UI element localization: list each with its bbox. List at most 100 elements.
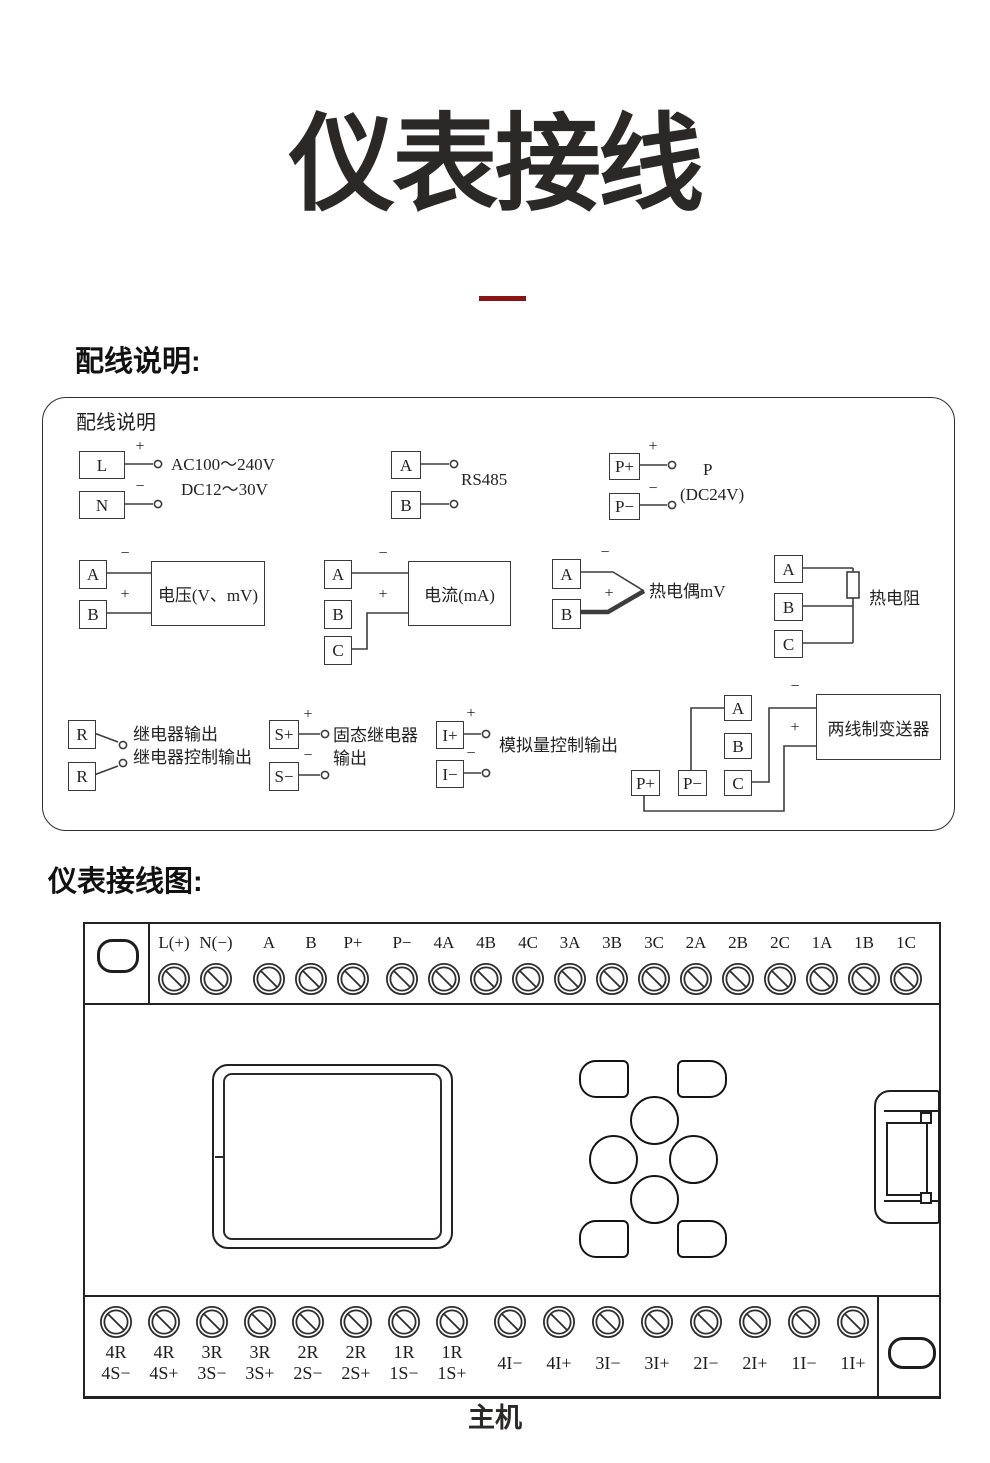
wiring-lines-svg xyxy=(93,459,860,812)
terminal-label: 3A xyxy=(559,933,581,952)
terminal-label: 1B xyxy=(854,933,874,952)
terminal-label: 3I− xyxy=(595,1353,621,1373)
polarity-sign: + xyxy=(466,705,476,722)
screw-terminal-icon xyxy=(99,1305,133,1339)
terminal-label: L(+) xyxy=(158,933,190,952)
top-terminal-strip: L(+) N(−) xyxy=(85,924,939,1005)
keypad-button-top-right[interactable] xyxy=(677,1060,727,1098)
mounting-hole xyxy=(888,1337,936,1369)
analog-output-label: 模拟量控制输出 xyxy=(499,736,618,755)
terminal-label: 2A xyxy=(685,933,707,952)
terminal-box-r1: R xyxy=(68,720,96,749)
screw-terminal-icon xyxy=(469,962,503,996)
screw-terminal-icon xyxy=(387,1305,421,1339)
power-range-line2: DC12～30V xyxy=(181,480,268,499)
terminal-box-b: B xyxy=(552,599,581,629)
relay-label-line1: 继电器输出 xyxy=(133,725,218,744)
terminal: P+ xyxy=(332,924,374,996)
terminal-box-b: B xyxy=(774,593,803,621)
screw-terminal-icon xyxy=(805,962,839,996)
terminal-box-a: A xyxy=(724,695,752,721)
polarity-sign: − xyxy=(790,678,800,695)
polarity-sign: + xyxy=(648,438,658,455)
terminal: 4C xyxy=(507,924,549,996)
screw-terminal-icon xyxy=(252,962,286,996)
connector-line xyxy=(884,1110,938,1112)
polarity-sign: + xyxy=(120,586,130,603)
title-divider xyxy=(479,296,526,301)
ssr-label-line1: 固态继电器 xyxy=(333,726,418,745)
screw-terminal-icon xyxy=(787,1305,821,1339)
keypad-button-top-left[interactable] xyxy=(579,1060,629,1098)
polarity-sign: + xyxy=(378,586,388,603)
display-seam xyxy=(215,1156,223,1158)
terminal-label: 2R xyxy=(297,1342,319,1362)
voltage-source-box: 电压(V、mV) xyxy=(151,561,265,626)
terminal-label: 1A xyxy=(811,933,833,952)
terminal-label: 3S+ xyxy=(245,1363,275,1383)
screw-terminal-icon xyxy=(427,962,461,996)
keypad-button-bottom-right[interactable] xyxy=(677,1220,727,1258)
polarity-sign: + xyxy=(135,438,145,455)
polarity-sign: − xyxy=(648,480,658,497)
page-title: 仪表接线 xyxy=(289,106,704,224)
terminal: 2R 2S− xyxy=(285,1305,331,1384)
terminal-label: 4S− xyxy=(101,1363,131,1383)
terminal-label: 1I+ xyxy=(840,1353,866,1373)
terminal: 4A xyxy=(423,924,465,996)
terminal-label: 1R xyxy=(441,1342,463,1362)
keypad-button-down[interactable] xyxy=(630,1175,679,1224)
terminal-label: 3S− xyxy=(197,1363,227,1383)
screw-terminal-icon xyxy=(435,1305,469,1339)
terminal: A xyxy=(248,924,290,996)
terminal: 1I− xyxy=(782,1305,826,1374)
screw-terminal-icon xyxy=(195,1305,229,1339)
terminal-box-c: C xyxy=(324,636,352,665)
terminal-label: 1R xyxy=(393,1342,415,1362)
device-caption: 主机 xyxy=(468,1403,522,1433)
terminal: 3R 3S+ xyxy=(237,1305,283,1384)
terminal: 3A xyxy=(549,924,591,996)
terminal: 3C xyxy=(633,924,675,996)
terminal-label: 1C xyxy=(896,933,916,952)
screw-terminal-icon xyxy=(294,962,328,996)
screw-terminal-icon xyxy=(542,1305,576,1339)
screw-terminal-icon xyxy=(336,962,370,996)
terminal: 3I− xyxy=(586,1305,630,1374)
connector-opening xyxy=(886,1122,928,1196)
screw-terminal-icon xyxy=(738,1305,772,1339)
power-range-line1: AC100～240V xyxy=(171,455,275,474)
mounting-cell xyxy=(85,924,150,1003)
terminal: 2I+ xyxy=(733,1305,777,1374)
thermocouple-label: 热电偶mV xyxy=(649,582,726,601)
polarity-sign: − xyxy=(600,544,610,561)
terminal-label: 4I+ xyxy=(546,1353,572,1373)
wiring-notes-panel: 配线说明 xyxy=(42,397,955,831)
terminal: 2C xyxy=(759,924,801,996)
connector-notch xyxy=(920,1112,932,1124)
terminal-box-p-minus: P− xyxy=(678,770,707,796)
terminal: 1R 1S+ xyxy=(429,1305,475,1384)
terminal-label: 2B xyxy=(728,933,748,952)
terminal-box-l: L xyxy=(79,451,125,479)
terminal-label: B xyxy=(305,933,317,952)
terminal-box-a: A xyxy=(391,451,421,479)
terminal-label: 3I+ xyxy=(644,1353,670,1373)
section-heading-wiring-diagram: 仪表接线图: xyxy=(48,866,203,898)
keypad-button-left[interactable] xyxy=(589,1135,638,1184)
keypad-button-right[interactable] xyxy=(669,1135,718,1184)
panel-label: 配线说明 xyxy=(76,412,156,434)
terminal-label: 2S− xyxy=(293,1363,323,1383)
screw-terminal-icon xyxy=(591,1305,625,1339)
polarity-sign: − xyxy=(378,545,388,562)
screw-terminal-icon xyxy=(847,962,881,996)
terminal-label: P+ xyxy=(343,933,363,952)
terminal: 2I− xyxy=(684,1305,728,1374)
terminal-label: 1S− xyxy=(389,1363,419,1383)
screw-terminal-icon xyxy=(763,962,797,996)
section-heading-wiring-notes: 配线说明: xyxy=(75,346,201,378)
terminal-label: 4B xyxy=(476,933,496,952)
keypad-button-up[interactable] xyxy=(630,1096,679,1145)
keypad-button-bottom-left[interactable] xyxy=(579,1220,629,1258)
